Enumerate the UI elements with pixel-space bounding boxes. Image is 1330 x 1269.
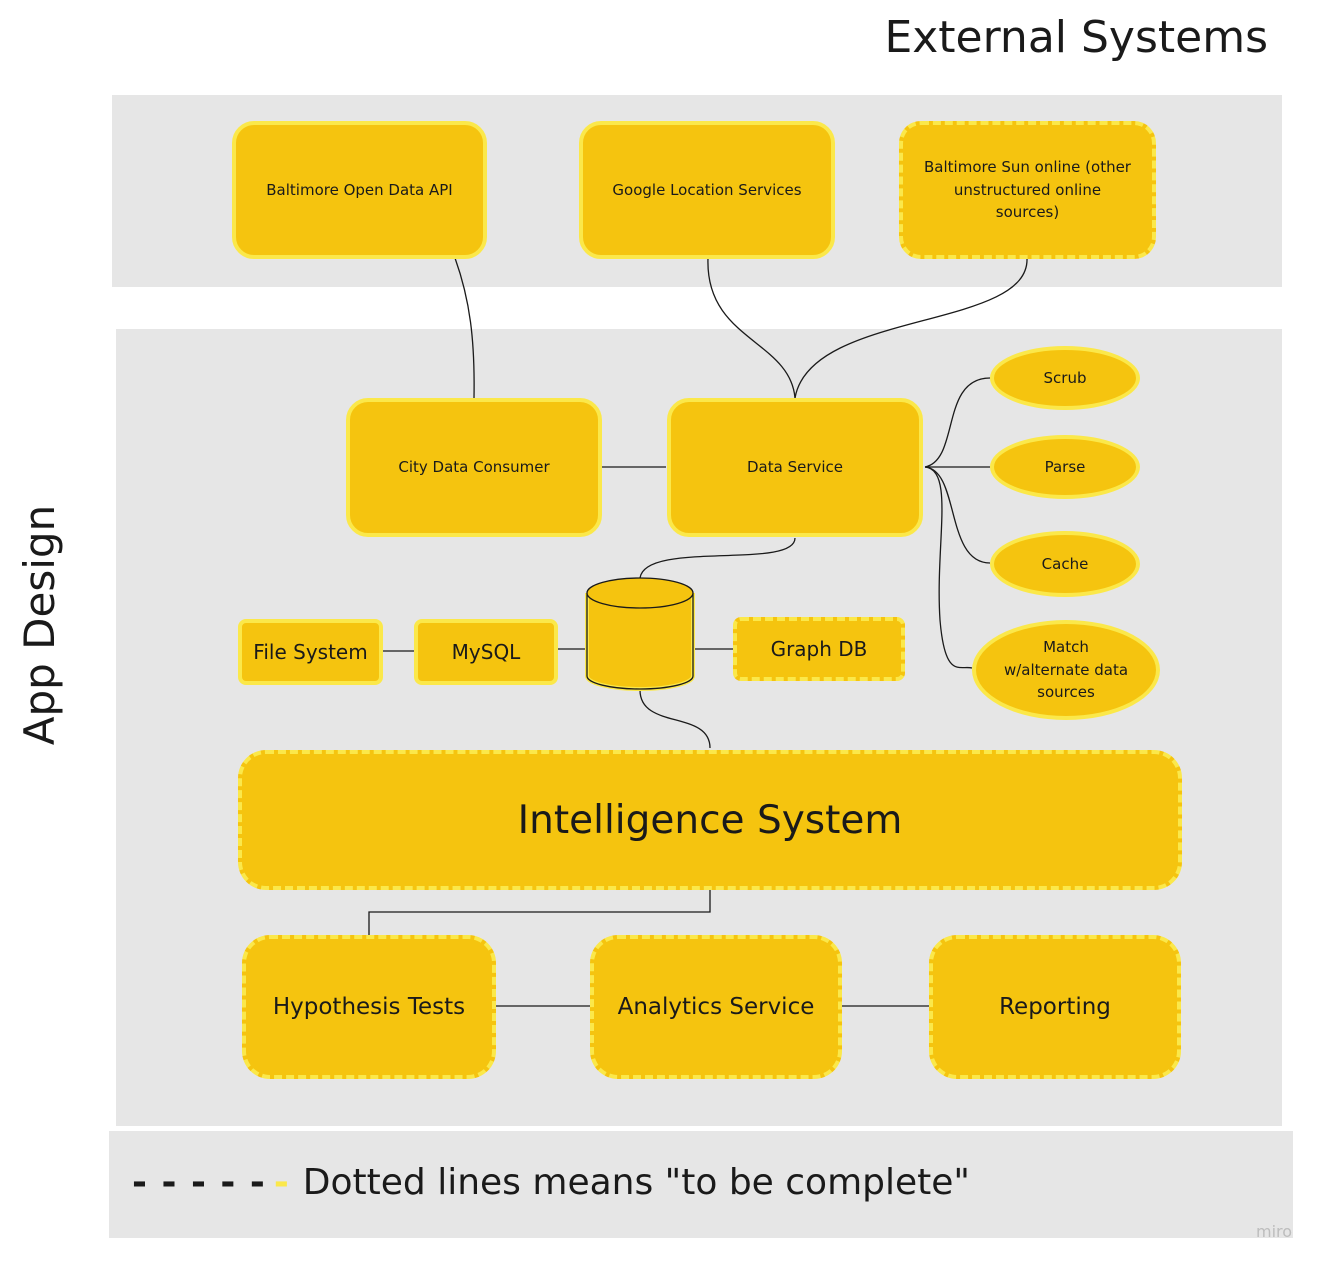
parse-label: Parse [1044,457,1086,476]
data-service-label: Data Service [746,458,844,477]
intelligence-system-label: Intelligence System [517,797,903,843]
google-location-services-label: Google Location Services [612,180,802,199]
baltimore-open-data-api-node[interactable]: Baltimore Open Data API [232,121,487,259]
graph-db-node[interactable]: Graph DB [733,617,905,681]
hypothesis-tests-node[interactable]: Hypothesis Tests [242,935,496,1079]
legend: - - - - - - Dotted lines means "to be co… [132,1157,970,1207]
analytics-service-node[interactable]: Analytics Service [590,935,842,1079]
scrub-node[interactable]: Scrub [990,346,1140,410]
link-data-service-scrub [924,377,991,468]
legend-dashes: - - - - - [132,1161,266,1203]
mysql-label: MySQL [451,640,521,664]
database-cylinder-icon [585,577,695,691]
data-service-node[interactable]: Data Service [667,398,923,537]
match-label: Match w/alternate data sources [1003,638,1129,702]
link-db-intelligence [639,689,711,749]
file-system-node[interactable]: File System [238,619,383,685]
file-system-label: File System [253,640,368,664]
scrub-label: Scrub [1043,368,1087,387]
legend-text: Dotted lines means "to be complete" [302,1161,970,1203]
legend-dash-yellow: - [273,1161,289,1203]
analytics-service-label: Analytics Service [617,994,815,1020]
link-intelligence-hypothesis [368,890,711,935]
link-data-service-cache [924,466,991,564]
city-data-consumer-node[interactable]: City Data Consumer [346,398,602,537]
baltimore-open-data-api-label: Baltimore Open Data API [266,180,453,199]
parse-node[interactable]: Parse [990,435,1140,499]
baltimore-sun-label: Baltimore Sun online (other unstructured… [924,158,1131,222]
reporting-label: Reporting [999,994,1111,1020]
legend-frame [109,1131,1293,1238]
external-systems-title: External Systems [884,12,1268,63]
hypothesis-tests-label: Hypothesis Tests [272,994,466,1020]
mysql-node[interactable]: MySQL [414,619,558,685]
cache-label: Cache [1041,554,1089,573]
link-google-data-service [707,257,796,399]
city-data-consumer-label: City Data Consumer [398,458,550,477]
link-sun-data-service [794,257,1028,399]
match-node[interactable]: Match w/alternate data sources [972,620,1160,720]
link-open-data-city-consumer [454,257,475,399]
link-data-service-db [639,537,796,579]
link-data-service-match [924,466,973,669]
reporting-node[interactable]: Reporting [929,935,1181,1079]
miro-watermark: miro [1256,1222,1293,1241]
cache-node[interactable]: Cache [990,531,1140,597]
google-location-services-node[interactable]: Google Location Services [579,121,835,259]
intelligence-system-node[interactable]: Intelligence System [238,750,1182,890]
baltimore-sun-node[interactable]: Baltimore Sun online (other unstructured… [899,121,1156,259]
graph-db-label: Graph DB [770,637,868,661]
